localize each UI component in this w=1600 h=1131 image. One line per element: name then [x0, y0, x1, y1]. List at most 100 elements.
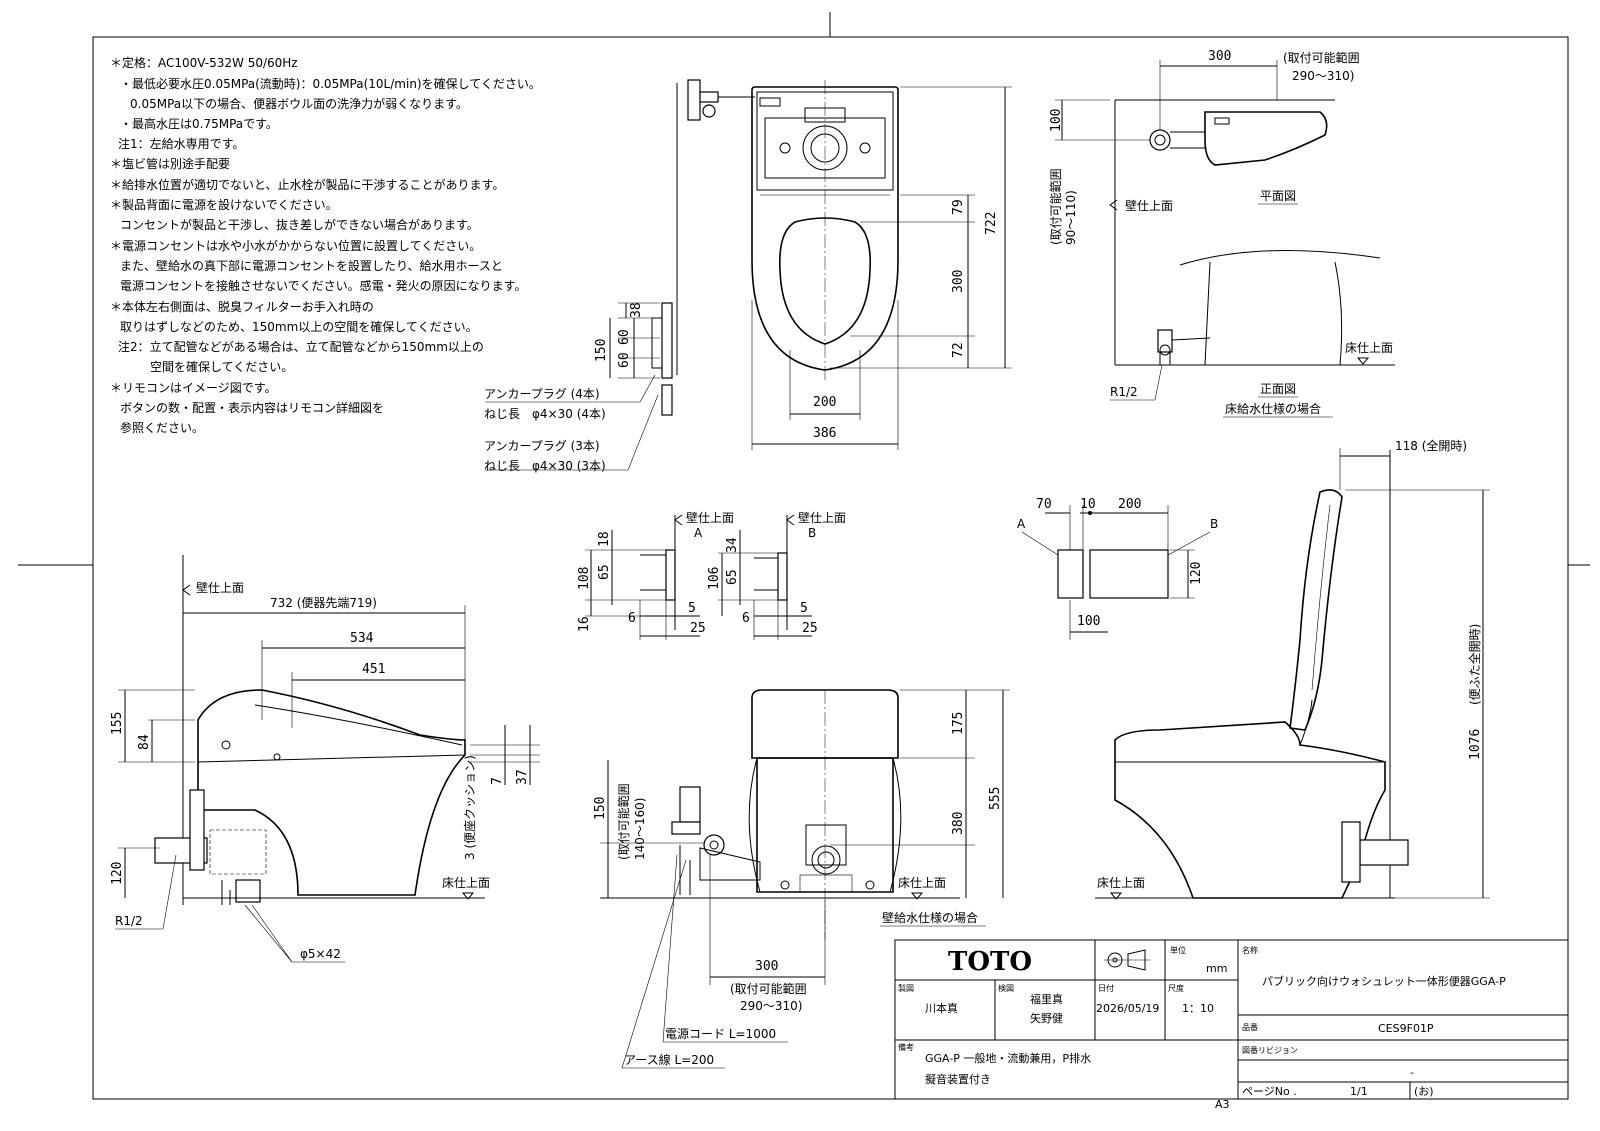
dim-300b: 300 [755, 959, 778, 974]
earth-label: アース線 L=200 [624, 1052, 714, 1067]
yuka-shiage-right: 床仕上面 [1097, 876, 1145, 890]
dim-106: 106 [707, 567, 722, 590]
dengen-label: 電源コード L=1000 [665, 1027, 776, 1041]
dim-37: 37 [515, 769, 530, 785]
toto-logo: TOTO [948, 947, 1032, 977]
heimenzu-label: 平面図 [1260, 189, 1296, 203]
dim-380: 380 [951, 812, 966, 835]
note-line: ・最低必要水圧0.05MPa(流動時)：0.05MPa(10L/min)を確保し… [120, 76, 541, 91]
checker-value-2: 矢野健 [1030, 1011, 1063, 1025]
note-line: 注2：立て配管などがある場合は、立て配管などから150mm以上の [118, 339, 484, 354]
note-line: ボタンの数・配置・表示内容はリモコン詳細図を [120, 400, 384, 415]
range-v-label: (取付可能範囲 [1048, 168, 1063, 245]
title-block: TOTO 単位 mm 名称 パブリック向けウォシュレット一体形便器GGA-P 製… [894, 939, 1569, 1111]
remote-section-a: 壁仕上面 A 108 18 65 16 6 5 25 [577, 510, 734, 640]
remark-line-1: GGA-P 一般地・流動兼用，P排水 [925, 1051, 1091, 1065]
dim-555: 555 [988, 787, 1003, 810]
range-top-label2: 290～310) [1292, 69, 1355, 83]
yuka-shiage-front: 床仕上面 [898, 876, 946, 890]
range-v-label2: 90～110) [1064, 190, 1078, 245]
neji-3-label: ねじ長 φ4×30 (3本) [484, 459, 606, 473]
plan-B: B [1210, 517, 1218, 531]
note-line: 電源コンセントを接触させないでください。感電・発火の原因になります。 [120, 278, 526, 293]
note-line: 0.05MPa以下の場合、便器ボウル面の洗浄力が弱くなります。 [130, 96, 468, 111]
date-value: 2026/05/19 [1096, 1002, 1159, 1015]
note-line: ＊塩ビ管は別途手配要 [110, 156, 230, 171]
dim-60b: 60 [617, 352, 632, 368]
range-w-label2: 140～160) [633, 798, 647, 861]
page-value: 1/1 [1350, 1085, 1368, 1098]
dim-300-top: 300 [1208, 49, 1231, 64]
label-A: A [694, 526, 703, 540]
dim-38: 38 [629, 302, 644, 318]
projection-symbol-icon [1104, 949, 1150, 971]
dim-7: 7 [490, 777, 505, 785]
range-b-label: (取付可能範囲 [730, 981, 807, 996]
scale-value: 1：10 [1182, 1002, 1214, 1015]
model-label: 品番 [1242, 1022, 1258, 1032]
note-line: また、壁給水の真下部に電源コンセントを設置したり、給水用ホースと [120, 258, 503, 273]
dim-175: 175 [951, 712, 966, 735]
dim-6: 6 [628, 611, 636, 626]
dim-150: 150 [594, 339, 609, 362]
dim-534: 534 [350, 631, 374, 646]
dim-722: 722 [984, 212, 999, 235]
dim-155: 155 [110, 712, 125, 735]
kabe-a: 壁仕上面 [686, 510, 734, 525]
name-label: 名称 [1242, 945, 1258, 955]
top-view: 722 79 300 72 200 386 [676, 79, 1012, 450]
anchor-3-label: アンカープラグ (3本) [484, 439, 600, 453]
neji-4-label: ねじ長 φ4×30 (4本) [484, 407, 606, 421]
dim-5: 5 [688, 601, 696, 616]
dim-150w: 150 [593, 797, 608, 820]
dim-120b: 120 [1189, 562, 1204, 585]
checker-label: 検図 [998, 983, 1014, 993]
floor-supply-detail: 300 (取付可能範囲 290～310) 100 (取付可能範囲 90～110)… [1048, 49, 1395, 418]
range-b-label2: 290～310) [740, 999, 803, 1013]
shomenzu-label: 正面図 [1260, 382, 1296, 396]
revision-label: 図番リビジョン [1242, 1045, 1298, 1055]
yuka-shiage-side: 床仕上面 [442, 876, 490, 890]
note-line: ・最高水圧は0.75MPaです。 [120, 116, 278, 131]
dim-25: 25 [690, 621, 706, 636]
date-label: 日付 [1098, 983, 1114, 993]
note-line: ＊電源コンセントは水や小水がかからない位置に設置してください。 [110, 238, 481, 253]
revision-value: - [1410, 1066, 1414, 1079]
dim-6b: 6 [742, 611, 750, 626]
unit-label: 単位 [1170, 945, 1186, 955]
dim-25b: 25 [802, 621, 818, 636]
note-line: 注1：左給水専用です。 [118, 136, 244, 151]
dim-34: 34 [725, 537, 740, 553]
sheet-size: A3 [1215, 1098, 1230, 1111]
remote-plan: A B 70 10 200 120 100 [1017, 497, 1218, 640]
yuka-shiage-floor: 床仕上面 [1345, 341, 1393, 355]
dim-84: 84 [137, 734, 152, 750]
kabe-shiage-plan: 壁仕上面 [1125, 198, 1173, 213]
dim-70: 70 [1036, 497, 1052, 512]
checker-value-1: 福里真 [1030, 992, 1063, 1006]
remarks-label: 備考 [898, 1042, 914, 1052]
scale-label: 尺度 [1168, 983, 1184, 993]
dim-65b: 65 [725, 569, 740, 585]
dim-200b: 200 [1118, 497, 1141, 512]
dim-18: 18 [597, 531, 612, 547]
dim-5b: 5 [800, 601, 808, 616]
drafter-value: 川本真 [925, 1001, 958, 1015]
dim-100b: 100 [1077, 614, 1100, 629]
left-side-view: 壁仕上面 732 (便器先端719) 534 451 床仕上面 155 [110, 555, 540, 963]
remote-detail: 38 60 60 150 アンカープラグ (4本) ねじ長 φ4×30 (4本)… [484, 302, 673, 473]
range-top-label: (取付可能範囲 [1283, 50, 1360, 65]
dim-79: 79 [951, 199, 966, 215]
remark-line-2: 擬音装置付き [925, 1072, 991, 1086]
note-line: ＊定格：AC100V-532W 50/60Hz [110, 55, 298, 70]
dim-451: 451 [362, 662, 385, 677]
product-name: パブリック向けウォシュレット一体形便器GGA-P [1262, 974, 1506, 988]
dim-65: 65 [597, 564, 612, 580]
dim-60a: 60 [617, 329, 632, 345]
dim-100: 100 [1049, 109, 1064, 132]
plan-A: A [1017, 517, 1026, 531]
dim-72: 72 [951, 342, 966, 358]
dim-16: 16 [577, 616, 592, 632]
page-label: ページNo . [1242, 1085, 1297, 1098]
benza-zenkai-label: (便ふた全開時) [1467, 624, 1482, 705]
